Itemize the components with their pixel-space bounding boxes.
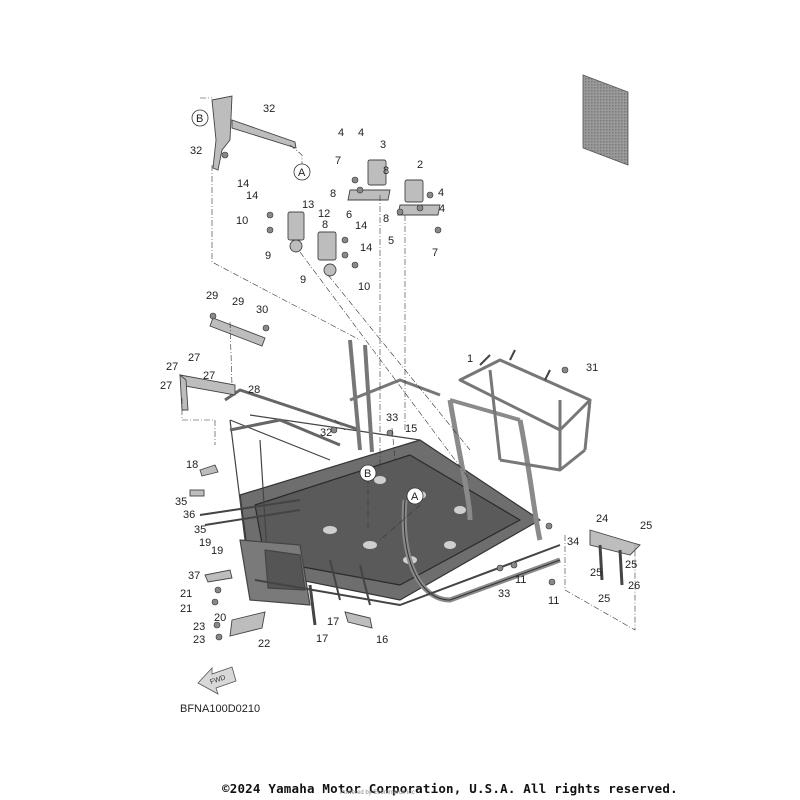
callout-21: 21 xyxy=(180,588,192,600)
reference-markers: B A B A xyxy=(191,109,424,505)
callout-8: 8 xyxy=(383,213,389,225)
callout-35: 35 xyxy=(194,524,206,536)
callout-13: 13 xyxy=(302,199,314,211)
callout-32: 32 xyxy=(263,103,275,115)
callout-16: 16 xyxy=(376,634,388,646)
main-frame xyxy=(199,339,592,606)
callout-11: 11 xyxy=(515,574,526,586)
callout-8: 8 xyxy=(383,165,389,177)
callout-14: 14 xyxy=(237,178,249,190)
callout-12: 12 xyxy=(318,208,330,220)
callout-20: 20 xyxy=(214,612,226,624)
callout-10: 10 xyxy=(236,215,248,227)
forward-arrow: FWD xyxy=(197,666,237,695)
callout-36: 36 xyxy=(183,509,195,521)
callout-37: 37 xyxy=(188,570,200,582)
callout-4: 4 xyxy=(358,127,364,139)
callout-29: 29 xyxy=(232,296,244,308)
callout-14: 14 xyxy=(355,220,367,232)
ref-marker-b-frame: B xyxy=(364,468,371,480)
fasteners xyxy=(209,151,569,641)
callout-23: 23 xyxy=(193,634,205,646)
callout-33: 33 xyxy=(386,412,398,424)
callout-19: 19 xyxy=(211,545,223,557)
callout-4: 4 xyxy=(438,187,444,199)
powered-by: Powered by Ecommerce inc xyxy=(340,790,415,796)
callout-19: 19 xyxy=(199,537,211,549)
callout-34: 34 xyxy=(567,536,579,548)
callout-4: 4 xyxy=(439,203,445,215)
leader-lines xyxy=(181,97,636,631)
callout-27: 27 xyxy=(203,370,215,382)
callout-17: 17 xyxy=(327,616,339,628)
callout-23: 23 xyxy=(193,621,205,633)
callout-1: 1 xyxy=(467,353,473,365)
exploded-brackets xyxy=(179,95,641,637)
callout-26: 26 xyxy=(628,580,640,592)
part-37-label-panel xyxy=(582,74,629,166)
ref-marker-a-frame: A xyxy=(411,491,419,503)
callout-25: 25 xyxy=(625,559,637,571)
drawing-code: BFNA100D0210 xyxy=(180,703,261,715)
callout-9: 9 xyxy=(265,250,271,262)
callout-25: 25 xyxy=(598,593,610,605)
callout-7: 7 xyxy=(432,247,438,259)
callout-30: 30 xyxy=(256,304,268,316)
callout-32: 32 xyxy=(190,145,202,157)
callout-25: 25 xyxy=(640,520,652,532)
callout-2: 2 xyxy=(417,159,423,171)
fwd-label: FWD xyxy=(209,674,226,686)
callout-7: 7 xyxy=(335,155,341,167)
callout-29: 29 xyxy=(206,290,218,302)
callout-27: 27 xyxy=(188,352,200,364)
copyright-notice: ©2024 Yamaha Motor Corporation, U.S.A. A… xyxy=(222,781,678,796)
callout-9: 9 xyxy=(300,274,306,286)
callout-18: 18 xyxy=(186,459,198,471)
callout-28: 28 xyxy=(248,384,260,396)
callout-6: 6 xyxy=(346,209,352,221)
callout-25: 25 xyxy=(590,567,602,579)
callout-8: 8 xyxy=(330,188,336,200)
callout-35: 35 xyxy=(175,496,187,508)
callout-14: 14 xyxy=(246,190,258,202)
callout-22: 22 xyxy=(258,638,270,650)
callout-17: 17 xyxy=(316,633,328,645)
ref-marker-a-top: A xyxy=(298,167,306,179)
ref-marker-b-top: B xyxy=(196,113,203,125)
callout-15: 15 xyxy=(405,423,417,435)
callout-11: 11 xyxy=(548,595,559,607)
callout-14: 14 xyxy=(360,242,372,254)
callout-27: 27 xyxy=(160,380,172,392)
callout-8: 8 xyxy=(322,219,328,231)
callout-31: 31 xyxy=(586,362,598,374)
callout-4: 4 xyxy=(338,127,344,139)
callout-21: 21 xyxy=(180,603,192,615)
callout-24: 24 xyxy=(596,513,608,525)
callout-32: 32 xyxy=(320,427,332,439)
callout-27: 27 xyxy=(166,361,178,373)
callout-10: 10 xyxy=(358,281,370,293)
callout-3: 3 xyxy=(380,139,386,151)
callout-5: 5 xyxy=(388,235,394,247)
callout-33: 33 xyxy=(498,588,510,600)
